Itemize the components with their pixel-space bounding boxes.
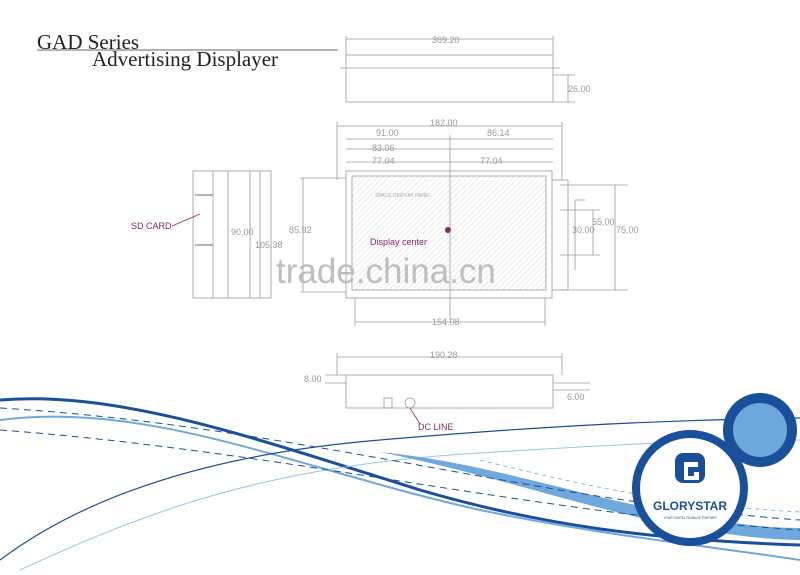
dim-front-bottom-width: 154.08	[432, 317, 460, 327]
watermark: trade.china.cn	[276, 252, 496, 291]
dim-side-height-b: 105.38	[255, 240, 283, 250]
page-subtitle: Advertising Displayer	[92, 47, 279, 71]
dim-bottom-height: 8.00	[304, 374, 322, 384]
dim-top-width: 369.20	[432, 35, 460, 45]
dim-front-inner-c: 77.04	[480, 156, 503, 166]
dim-front-half-b: 86.14	[487, 128, 510, 138]
dim-bottom-width: 190.28	[430, 350, 458, 360]
dim-front-inner-a: 83.06	[372, 143, 395, 153]
dim-front-width: 182.00	[430, 118, 458, 128]
dim-front-height-right-a: 30.00	[572, 225, 595, 235]
dc-line-label: DC LINE	[418, 422, 454, 432]
front-view	[300, 122, 628, 326]
page-title: GAD Series	[37, 30, 140, 54]
dim-front-height-left: 85.92	[289, 225, 312, 235]
bottom-view	[325, 353, 590, 425]
glorystar-logo: GLORYSTAR YOUR DIGITAL SIGNAGE PARTNER	[632, 393, 797, 546]
dim-top-height: 26.00	[568, 84, 591, 94]
dim-side-height-a: 90.00	[231, 227, 254, 237]
top-view	[340, 36, 575, 103]
dim-front-height-right-c: 75.00	[616, 225, 639, 235]
display-center-marker	[445, 227, 451, 233]
side-view	[171, 170, 272, 299]
dim-bottom-small: 6.00	[567, 392, 585, 402]
dim-front-half-a: 91.00	[376, 128, 399, 138]
dim-front-height-right-b: 55.00	[592, 217, 615, 227]
display-center-label: Display center	[370, 237, 428, 247]
dim-front-inner-b: 77.04	[372, 156, 395, 166]
logo-wordmark: GLORYSTAR	[653, 499, 727, 513]
sd-card-label: SD CARD	[131, 221, 172, 231]
logo-tagline: YOUR DIGITAL SIGNAGE PARTNER	[663, 516, 717, 520]
panel-text: SPACE DISPLAY PANEL	[375, 193, 431, 199]
